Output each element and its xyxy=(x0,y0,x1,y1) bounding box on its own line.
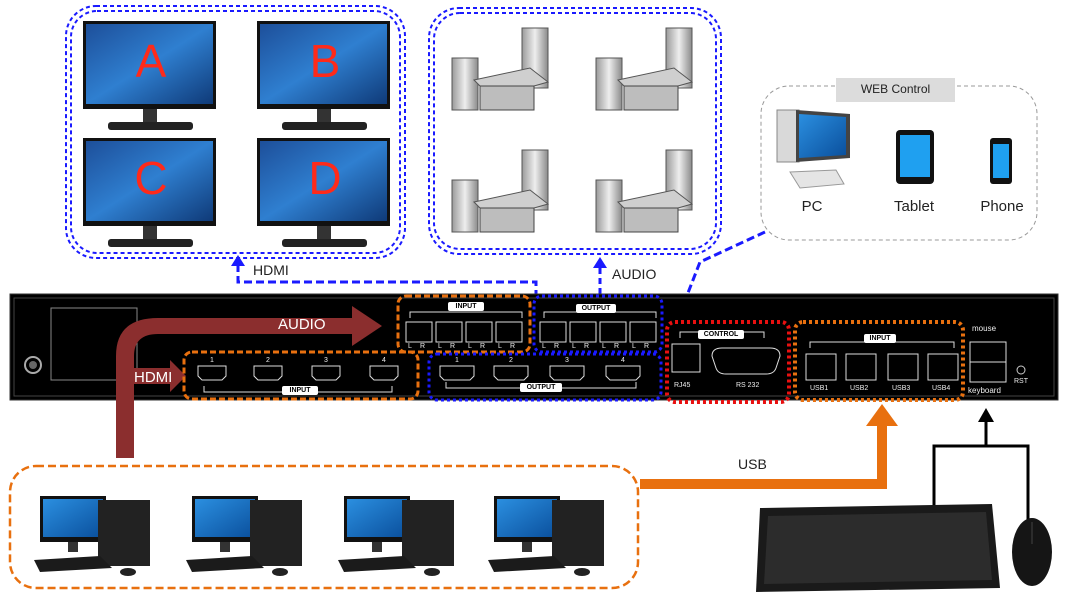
mouse xyxy=(1012,518,1052,586)
lr-label: L xyxy=(408,343,412,350)
monitor-b-label: B xyxy=(309,35,341,87)
hdmi-output-ports xyxy=(439,365,641,381)
speaker-set-1 xyxy=(451,27,550,111)
lr-label: R xyxy=(450,343,456,350)
rst-label: RST xyxy=(1014,378,1028,385)
lr-label: R xyxy=(420,343,426,350)
control-title: CONTROL xyxy=(698,330,744,339)
usb-ports xyxy=(805,353,959,381)
audio-input-border xyxy=(396,294,532,354)
pc-label: PC xyxy=(801,198,823,215)
web-control-group xyxy=(760,78,1038,241)
rj45-label: RJ45 xyxy=(674,382,691,389)
phone-label: Phone xyxy=(980,198,1024,215)
usb-input-title: INPUT xyxy=(864,334,896,343)
control-border xyxy=(665,320,791,404)
audio-output-arrow xyxy=(593,257,607,294)
lr-label: R xyxy=(584,343,590,350)
hdmi-input-title: INPUT xyxy=(282,386,318,395)
hdmi-out-number: 2 xyxy=(509,357,513,364)
keyboard-mouse-arrow xyxy=(932,408,1030,520)
lr-label: L xyxy=(602,343,606,350)
keyboard xyxy=(756,504,1000,592)
phone-icon xyxy=(990,138,1012,184)
hdmi-input-label: HDMI xyxy=(134,369,173,386)
rs232-label: RS 232 xyxy=(736,382,760,389)
hdmi-out-number: 1 xyxy=(455,357,459,364)
monitor-c xyxy=(83,138,216,247)
lr-label: L xyxy=(468,343,472,350)
audio-output-ports xyxy=(539,321,657,343)
monitor-d xyxy=(257,138,390,247)
audio-output-label: AUDIO xyxy=(612,266,657,282)
audio-output-border xyxy=(532,294,664,354)
monitor-b xyxy=(257,21,390,130)
keyboard-label: keyboard xyxy=(968,386,1001,395)
lr-label: L xyxy=(438,343,442,350)
usb2-label: USB2 xyxy=(850,385,869,392)
hdmi-out-number: 4 xyxy=(621,357,625,364)
pcs-group xyxy=(8,464,640,590)
audio-input-title: INPUT xyxy=(448,302,484,311)
lr-label: L xyxy=(572,343,576,350)
rj45-port xyxy=(671,343,701,373)
usb-input-border xyxy=(793,320,965,402)
mouse-label: mouse xyxy=(972,324,997,333)
monitor-c-label: C xyxy=(134,152,168,204)
audio-input-bracket xyxy=(409,311,523,318)
usb-arrow xyxy=(640,404,898,489)
hdmi-output-title: OUTPUT xyxy=(520,383,562,392)
monitor-d-label: D xyxy=(308,152,342,204)
usb4-label: USB4 xyxy=(932,385,951,392)
pc-3 xyxy=(338,496,454,576)
monitors-group xyxy=(65,5,406,259)
hdmi-input-ports xyxy=(197,365,399,381)
monitor-a xyxy=(83,21,216,130)
lr-label: L xyxy=(632,343,636,350)
speakers-group xyxy=(428,7,722,255)
hdmi-out-number: 3 xyxy=(565,357,569,364)
pc-1 xyxy=(34,496,150,576)
hdmi-output-border xyxy=(427,352,663,402)
source-arrow xyxy=(116,306,382,458)
hdmi-output-label: HDMI xyxy=(253,262,289,278)
hdmi-port-number: 2 xyxy=(266,357,270,364)
usb3-label: USB3 xyxy=(892,385,911,392)
audio-input-ports xyxy=(405,321,523,343)
lr-label: R xyxy=(614,343,620,350)
tablet-icon xyxy=(896,130,934,184)
lr-label: R xyxy=(644,343,650,350)
pc-4 xyxy=(488,496,604,576)
speaker-set-4 xyxy=(595,149,694,233)
lr-label: R xyxy=(510,343,516,350)
usb-label: USB xyxy=(738,456,767,472)
monitor-a-label: A xyxy=(135,35,167,87)
pc-icon xyxy=(776,109,850,189)
lr-label: R xyxy=(554,343,560,350)
audio-output-title: OUTPUT xyxy=(576,304,616,313)
hdmi-port-number: 3 xyxy=(324,357,328,364)
speaker-set-3 xyxy=(451,149,550,233)
pc-2 xyxy=(186,496,302,576)
lr-label: L xyxy=(498,343,502,350)
hdmi-input-border xyxy=(182,350,420,401)
tablet-label: Tablet xyxy=(893,198,935,215)
lr-label: R xyxy=(480,343,486,350)
web-control-title: WEB Control xyxy=(860,82,931,96)
usb1-label: USB1 xyxy=(810,385,829,392)
lr-label: L xyxy=(542,343,546,350)
rs232-port xyxy=(711,347,781,375)
matrix-device xyxy=(9,293,1059,401)
speaker-set-2 xyxy=(595,27,694,111)
hdmi-port-number: 4 xyxy=(382,357,386,364)
audio-input-label: AUDIO xyxy=(278,316,326,333)
hdmi-port-number: 1 xyxy=(210,357,214,364)
